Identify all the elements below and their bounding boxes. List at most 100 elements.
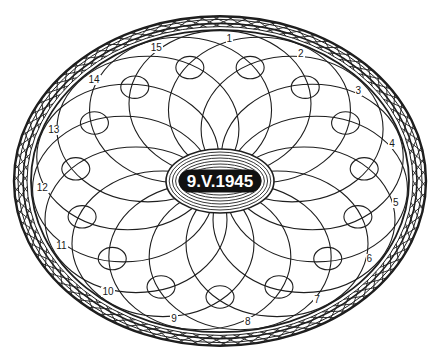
rim-braid <box>390 253 391 273</box>
medallion-ring <box>172 155 267 207</box>
rim-braid <box>14 187 29 203</box>
rim-braid <box>123 324 147 326</box>
rim-braid <box>29 243 50 254</box>
rim-braid <box>317 309 328 327</box>
rim-braid <box>317 47 342 48</box>
rim-braid <box>390 109 411 120</box>
rim-braid <box>234 333 253 345</box>
rim-braid <box>88 307 112 309</box>
rim-braid <box>29 119 34 138</box>
bed-circle <box>176 56 204 78</box>
rim-braid <box>42 99 44 119</box>
rim-braid <box>359 74 382 80</box>
callout-number: 1 <box>226 34 234 44</box>
rim-braid <box>413 170 426 187</box>
rim-line <box>23 23 417 338</box>
rim-braid <box>49 89 50 109</box>
rim-inner-line <box>31 30 409 332</box>
rim-braid <box>99 314 124 315</box>
medallion-ring <box>182 164 258 198</box>
bed-circle <box>121 76 149 98</box>
callout-number: 5 <box>392 198 400 208</box>
rim-braid <box>406 138 423 152</box>
rim-line <box>18 19 422 342</box>
bed-circle <box>332 112 360 134</box>
rim-braid <box>64 71 67 91</box>
medallion-ring <box>176 158 265 204</box>
bed-circle <box>98 247 126 269</box>
rim-braid <box>290 320 304 336</box>
rim-braid <box>136 328 160 332</box>
rim-braid <box>77 300 101 303</box>
rim-braid <box>150 331 174 336</box>
rim-braid <box>81 55 87 74</box>
rim-braid <box>249 331 267 344</box>
medallion-ring <box>169 152 271 210</box>
medallion-ring <box>179 161 261 201</box>
rim-braid <box>396 244 398 264</box>
rim-braid <box>406 224 411 243</box>
rim-braid <box>409 149 425 164</box>
callout-number: 8 <box>244 317 252 327</box>
bed-circle <box>265 276 293 298</box>
bed-circle <box>147 276 175 298</box>
rim-braid <box>42 263 64 271</box>
callout-number: 9 <box>170 314 178 324</box>
callout-number: 7 <box>313 295 321 305</box>
bed-circle <box>350 158 378 180</box>
rim-braid <box>91 48 99 67</box>
date-text: 9.V.1945 <box>187 173 254 190</box>
rim-braid <box>112 35 123 53</box>
rim-braid <box>329 303 339 321</box>
rim-braid <box>267 26 291 31</box>
rosette-group <box>14 16 426 346</box>
rim-braid <box>72 62 77 81</box>
rim-braid <box>373 272 376 292</box>
callout-number: 12 <box>36 183 49 193</box>
rim-braid <box>148 23 164 38</box>
rim-braid <box>240 20 263 28</box>
rim-braid <box>160 20 177 34</box>
rim-braid <box>111 319 136 321</box>
date-band <box>179 170 262 193</box>
callout-number: 15 <box>150 43 163 53</box>
rim-braid <box>409 213 416 232</box>
bed-circle <box>206 286 234 308</box>
rim-braid <box>24 232 44 244</box>
rim-braid <box>368 82 391 89</box>
rim-braid <box>35 109 39 128</box>
rim-braid <box>382 263 383 283</box>
medallion-oval <box>166 149 274 213</box>
rim-braid <box>58 282 81 288</box>
callout-number: 10 <box>101 287 114 297</box>
rim-braid <box>200 16 220 27</box>
rim-braid <box>163 333 186 339</box>
rim-braid <box>56 80 57 100</box>
rim-braid <box>14 175 27 192</box>
rim-braid <box>411 160 426 176</box>
rim-braid <box>15 198 31 213</box>
callout-number: 2 <box>297 49 305 59</box>
rim-braid <box>101 41 111 59</box>
rim-braid <box>401 234 405 253</box>
rim-outer-line <box>14 16 426 346</box>
bed-circle <box>62 158 90 180</box>
rim-braid <box>17 210 34 224</box>
rim-braid <box>413 192 423 210</box>
callout-number: 3 <box>355 86 363 96</box>
rim-braid <box>401 128 420 141</box>
rim-braid <box>20 221 39 234</box>
bed-circle <box>344 206 372 228</box>
rim-braid <box>49 273 72 280</box>
rim-braid <box>35 253 56 263</box>
bed-circle <box>80 112 108 134</box>
bed-circle <box>314 247 342 269</box>
rim-braid <box>305 41 330 43</box>
rim-braid <box>352 288 358 307</box>
bed-circle <box>291 76 319 98</box>
rim-braid <box>396 118 416 130</box>
rim-braid <box>328 53 352 55</box>
callout-number: 4 <box>388 139 396 149</box>
rim-braid <box>277 324 293 339</box>
